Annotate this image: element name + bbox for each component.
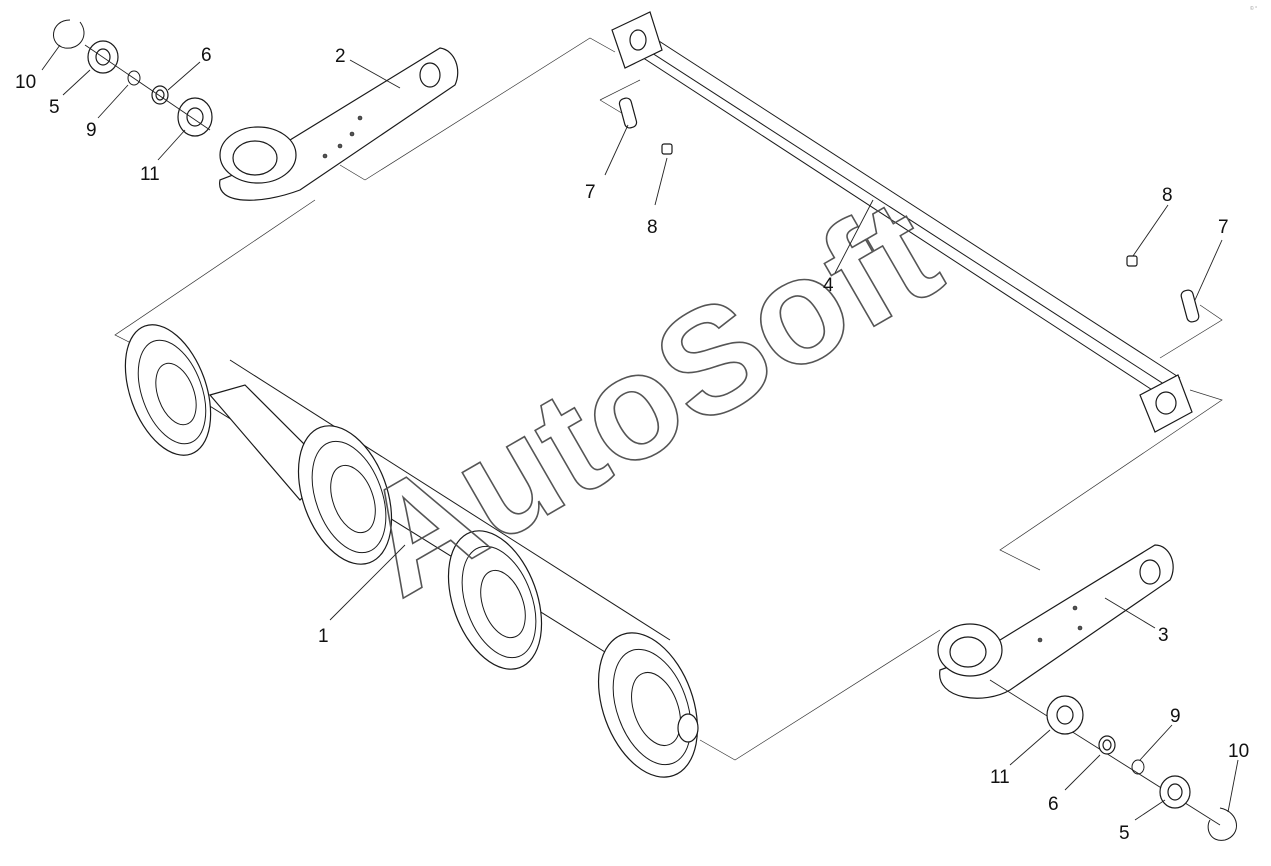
callout-6-left: 6 bbox=[201, 45, 212, 66]
flange-4 bbox=[597, 632, 699, 778]
flange-2 bbox=[297, 425, 393, 565]
callout-11-left: 11 bbox=[140, 164, 160, 185]
clip-part-7-right bbox=[1180, 289, 1200, 323]
callout-3: 3 bbox=[1158, 625, 1169, 646]
callout-labels: 10 5 9 6 11 2 7 8 4 8 7 1 3 9 10 11 6 5 bbox=[15, 45, 1249, 844]
callout-8-left: 8 bbox=[647, 217, 658, 238]
callout-1: 1 bbox=[318, 626, 329, 647]
callout-7-right: 7 bbox=[1218, 217, 1229, 238]
clip-part-7-left bbox=[618, 97, 638, 129]
drum-shaft-part-1 bbox=[124, 324, 699, 778]
corner-mark: © ° bbox=[1250, 5, 1257, 12]
callout-11-right: 11 bbox=[990, 767, 1010, 788]
assembly-outline bbox=[114, 37, 1223, 761]
callout-10-left: 10 bbox=[15, 72, 36, 93]
cross-tube-part-4 bbox=[611, 11, 1193, 433]
callout-5-left: 5 bbox=[49, 97, 60, 118]
callout-6-right: 6 bbox=[1048, 794, 1059, 815]
callout-10-right: 10 bbox=[1228, 741, 1249, 762]
bolt-part-8-left bbox=[661, 143, 673, 155]
bearing-stack-left bbox=[53, 19, 213, 137]
callout-leaders bbox=[41, 44, 1239, 821]
flange-1 bbox=[124, 324, 212, 456]
callout-5-right: 5 bbox=[1119, 823, 1130, 844]
callout-9-left: 9 bbox=[86, 120, 97, 141]
arm-part-3 bbox=[937, 544, 1174, 699]
callout-2: 2 bbox=[335, 46, 346, 67]
callout-9-right: 9 bbox=[1170, 706, 1181, 727]
bolt-part-8-right bbox=[1126, 255, 1138, 267]
callout-4: 4 bbox=[823, 275, 834, 296]
arm-part-2 bbox=[219, 47, 459, 201]
callout-8-right: 8 bbox=[1162, 185, 1173, 206]
callout-7-left: 7 bbox=[585, 182, 596, 203]
bearing-stack-right bbox=[989, 679, 1237, 841]
flange-3 bbox=[447, 530, 543, 670]
